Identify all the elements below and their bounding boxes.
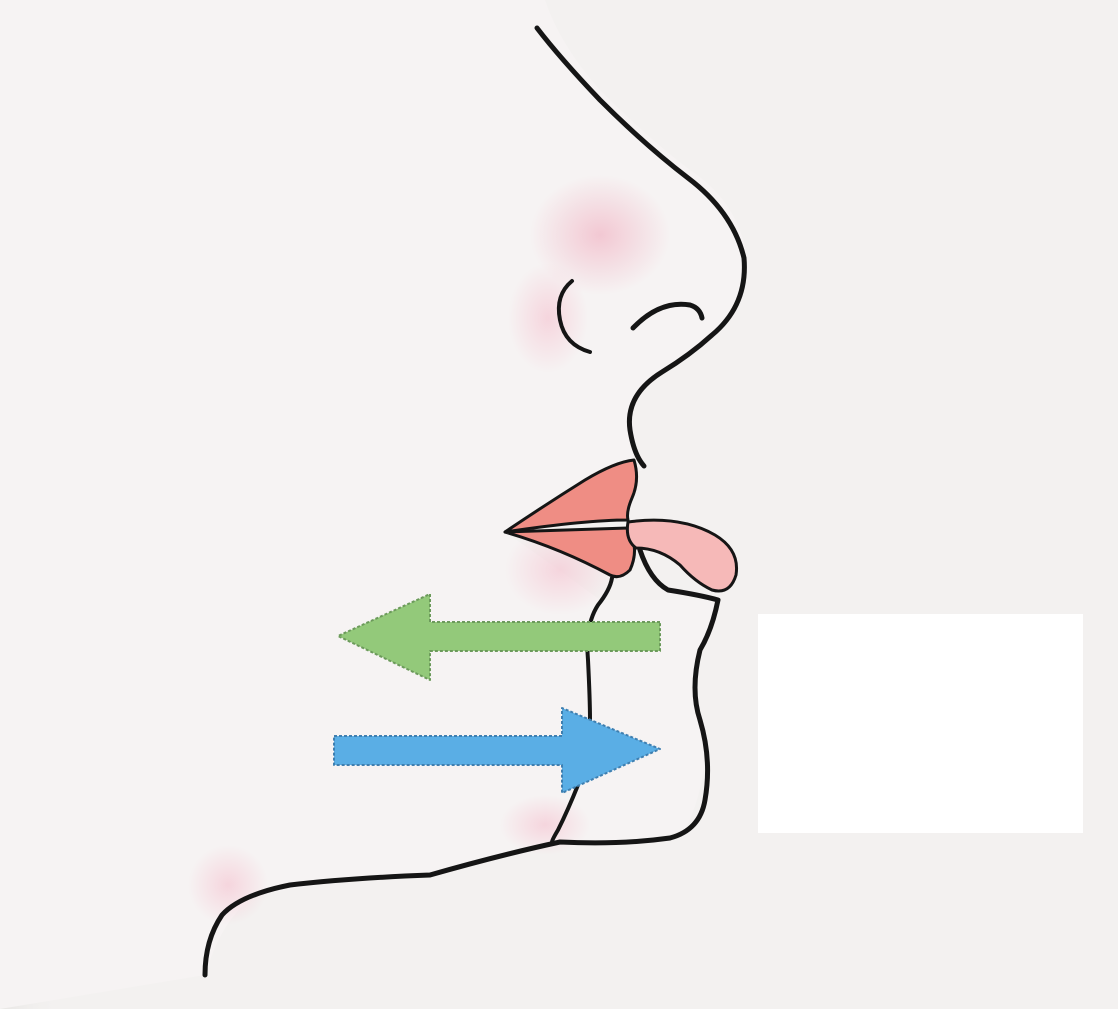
neck-blush [188, 845, 268, 925]
nostril-blush [508, 263, 588, 373]
label-box [758, 614, 1083, 833]
face-skin [0, 0, 745, 1009]
